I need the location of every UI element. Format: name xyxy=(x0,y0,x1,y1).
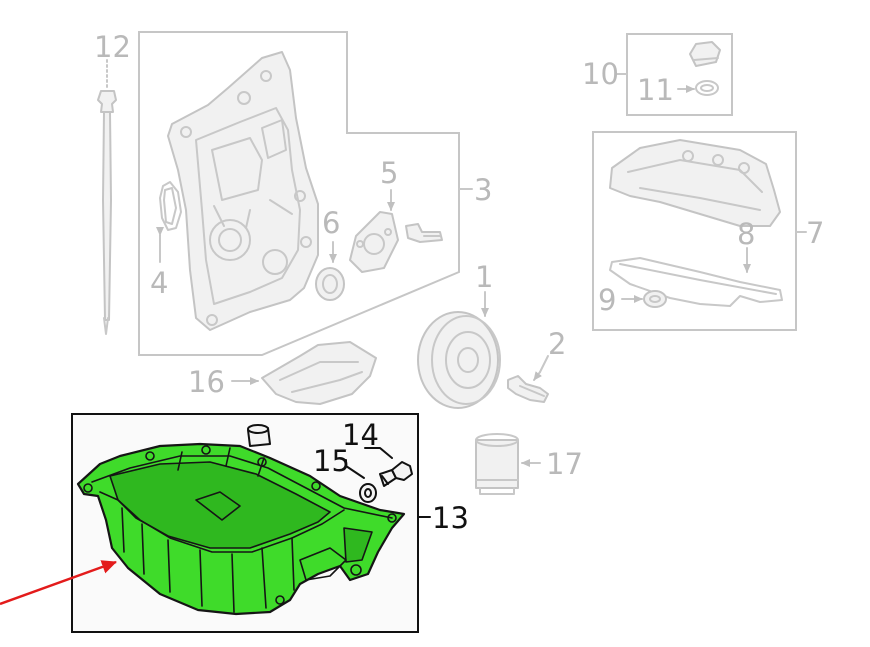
part-17-oil-filter[interactable] xyxy=(475,433,541,495)
callout-14: 14 xyxy=(342,418,379,452)
group-box-3 xyxy=(138,31,460,356)
callout-4: 4 xyxy=(150,266,168,300)
callout-17: 17 xyxy=(546,447,583,481)
part-6-oil-seal[interactable] xyxy=(315,241,345,301)
part-9-seal[interactable] xyxy=(621,290,667,308)
highlight-pointer-arrow xyxy=(0,560,117,606)
callout-13: 13 xyxy=(432,501,469,535)
callout-3: 3 xyxy=(474,173,492,207)
part-11-cap-gasket[interactable] xyxy=(677,80,719,96)
part-1-crank-pulley[interactable] xyxy=(417,291,501,409)
part-16-baffle-plate[interactable] xyxy=(231,341,377,405)
part-5-bolt[interactable] xyxy=(405,223,443,243)
callout-16: 16 xyxy=(188,365,225,399)
part-3-timing-cover[interactable] xyxy=(167,51,319,331)
part-2-pulley-bolt[interactable] xyxy=(507,355,549,403)
part-14-drain-bolt[interactable] xyxy=(364,447,413,487)
part-5-cover-plate[interactable] xyxy=(349,189,399,273)
callout-10: 10 xyxy=(582,57,619,91)
part-15-drain-washer[interactable] xyxy=(345,459,377,503)
part-13-oil-pan-highlighted[interactable] xyxy=(76,442,406,616)
part-8-valve-cover-gasket[interactable] xyxy=(609,247,783,307)
part-7-valve-cover[interactable] xyxy=(609,139,781,227)
callout-1: 1 xyxy=(475,260,493,294)
callout-6: 6 xyxy=(322,206,340,240)
callout-15: 15 xyxy=(313,444,350,478)
part-10-oil-filler-cap[interactable] xyxy=(689,41,721,67)
callout-2: 2 xyxy=(548,327,566,361)
callout-11: 11 xyxy=(637,73,674,107)
part-12-dipstick[interactable] xyxy=(97,59,117,335)
callout-5: 5 xyxy=(380,156,398,190)
callout-9: 9 xyxy=(598,283,616,317)
callout-8: 8 xyxy=(737,217,755,251)
part-4-gasket[interactable] xyxy=(156,181,182,263)
part-13-drain-plug-cap[interactable] xyxy=(247,424,271,447)
callout-7: 7 xyxy=(806,216,824,250)
callout-12: 12 xyxy=(94,30,131,64)
